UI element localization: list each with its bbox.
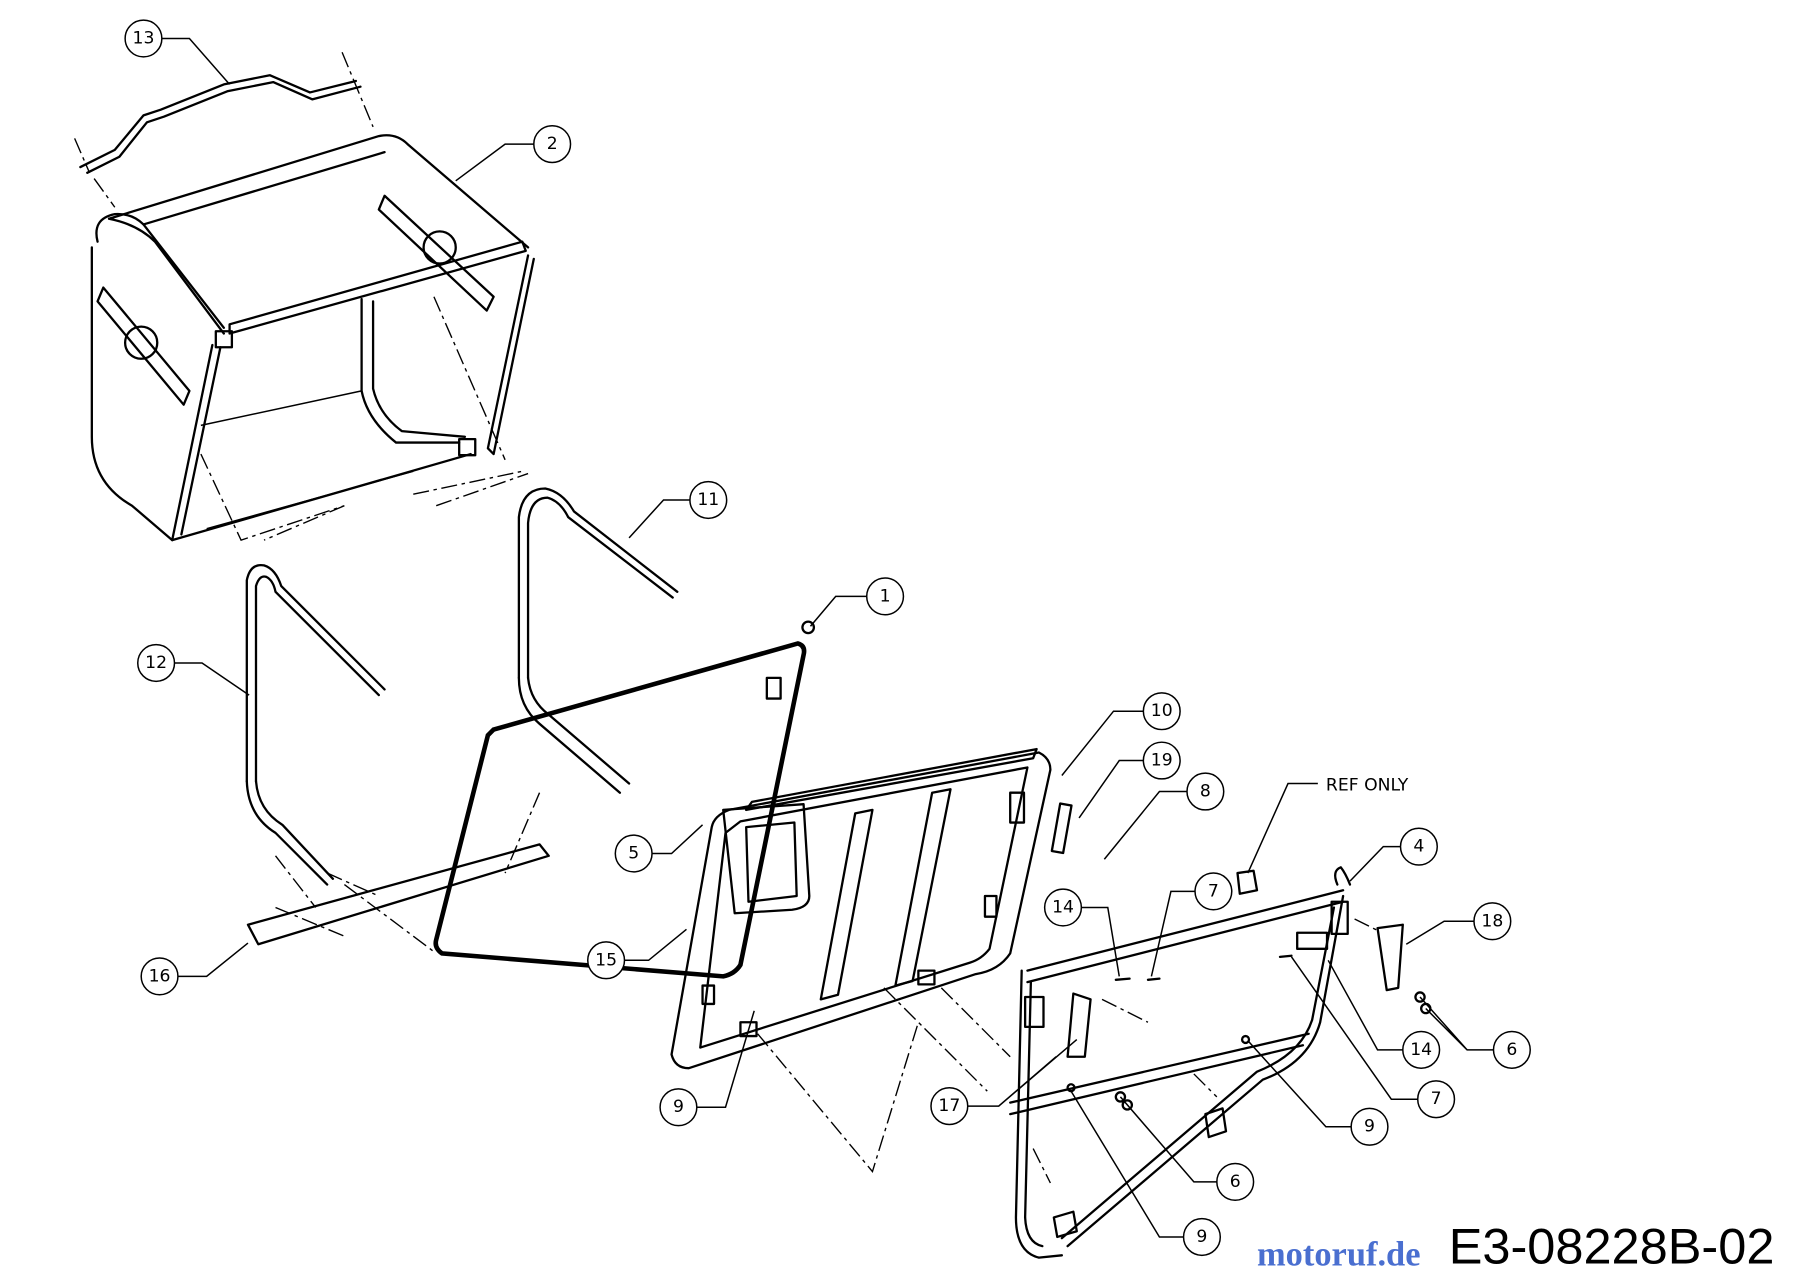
callout-6-bottom: 6: [1119, 1096, 1255, 1201]
callout-9-left: 9: [659, 1010, 755, 1127]
callout-7-top: 7: [1150, 872, 1233, 977]
callout-12: 12: [137, 643, 250, 696]
callout-11: 11: [628, 480, 728, 539]
drawing-number: E3-08228B-02: [1449, 1217, 1775, 1272]
part-16-strip: [246, 843, 550, 946]
callout-number: 14: [1052, 897, 1074, 917]
callout-number: 9: [673, 1097, 684, 1117]
callout-16: 16: [140, 942, 249, 996]
callout-number: 8: [1200, 782, 1211, 802]
callout-number: 10: [1151, 701, 1173, 721]
callout-number: 4: [1413, 837, 1424, 857]
callout-8: 8: [1103, 772, 1225, 860]
callout-number: 18: [1481, 911, 1503, 931]
callout-2: 2: [455, 124, 572, 182]
callout-15: 15: [587, 928, 687, 980]
callout-number: 7: [1431, 1089, 1442, 1109]
callout-number: 13: [133, 28, 155, 48]
part-11-frame: [517, 487, 679, 794]
callout-number: 9: [1196, 1227, 1207, 1247]
part-2-bag-housing: [90, 134, 535, 542]
watermark: motoruf.de: [1257, 1236, 1420, 1272]
callout-number: 11: [697, 490, 719, 510]
callout-18: 18: [1405, 902, 1512, 945]
part-4-frame: [1009, 866, 1432, 1259]
callout-number: 19: [1151, 751, 1173, 771]
callout-number: 9: [1364, 1117, 1375, 1137]
part-13-handle: [73, 51, 374, 208]
callout-9-bottom: 9: [1070, 1090, 1222, 1257]
part-12-frame: [245, 563, 386, 937]
callout-number: 16: [149, 966, 171, 986]
callout-number: 2: [547, 134, 558, 154]
callout-6-right: 6: [1419, 996, 1531, 1069]
callout-4: 4: [1349, 827, 1438, 882]
callouts: 13 2 11 1 12 10 19 8 REF ONLY 4 5 14 7 1…: [124, 19, 1531, 1257]
callout-10: 10: [1061, 692, 1181, 776]
callout-number: 6: [1506, 1040, 1517, 1060]
callout-number: 14: [1410, 1040, 1432, 1060]
callout-14-right: 14: [1327, 959, 1441, 1069]
callout-number: 15: [595, 950, 617, 970]
callout-9-right: 9: [1247, 1040, 1389, 1146]
svg-text:REF ONLY: REF ONLY: [1326, 775, 1409, 795]
callout-14-left: 14: [1043, 888, 1120, 977]
callout-number: 12: [145, 653, 167, 673]
callout-13: 13: [124, 19, 231, 85]
callout-1: 1: [809, 577, 905, 627]
callout-number: 7: [1208, 881, 1219, 901]
callout-number: 6: [1230, 1172, 1241, 1192]
logo-left: [96, 286, 191, 406]
callout-number: 1: [880, 586, 891, 606]
callout-17: 17: [930, 1038, 1078, 1126]
callout-number: 17: [938, 1096, 960, 1116]
callout-ref-only: REF ONLY: [1247, 775, 1409, 874]
callout-19: 19: [1078, 741, 1181, 819]
part-1-seal: [343, 620, 816, 979]
logo-right: [377, 194, 495, 312]
callout-5: 5: [614, 824, 704, 873]
callout-number: 5: [628, 844, 639, 864]
part-10-door: [670, 747, 1073, 1173]
callout-7-right: 7: [1290, 956, 1456, 1119]
